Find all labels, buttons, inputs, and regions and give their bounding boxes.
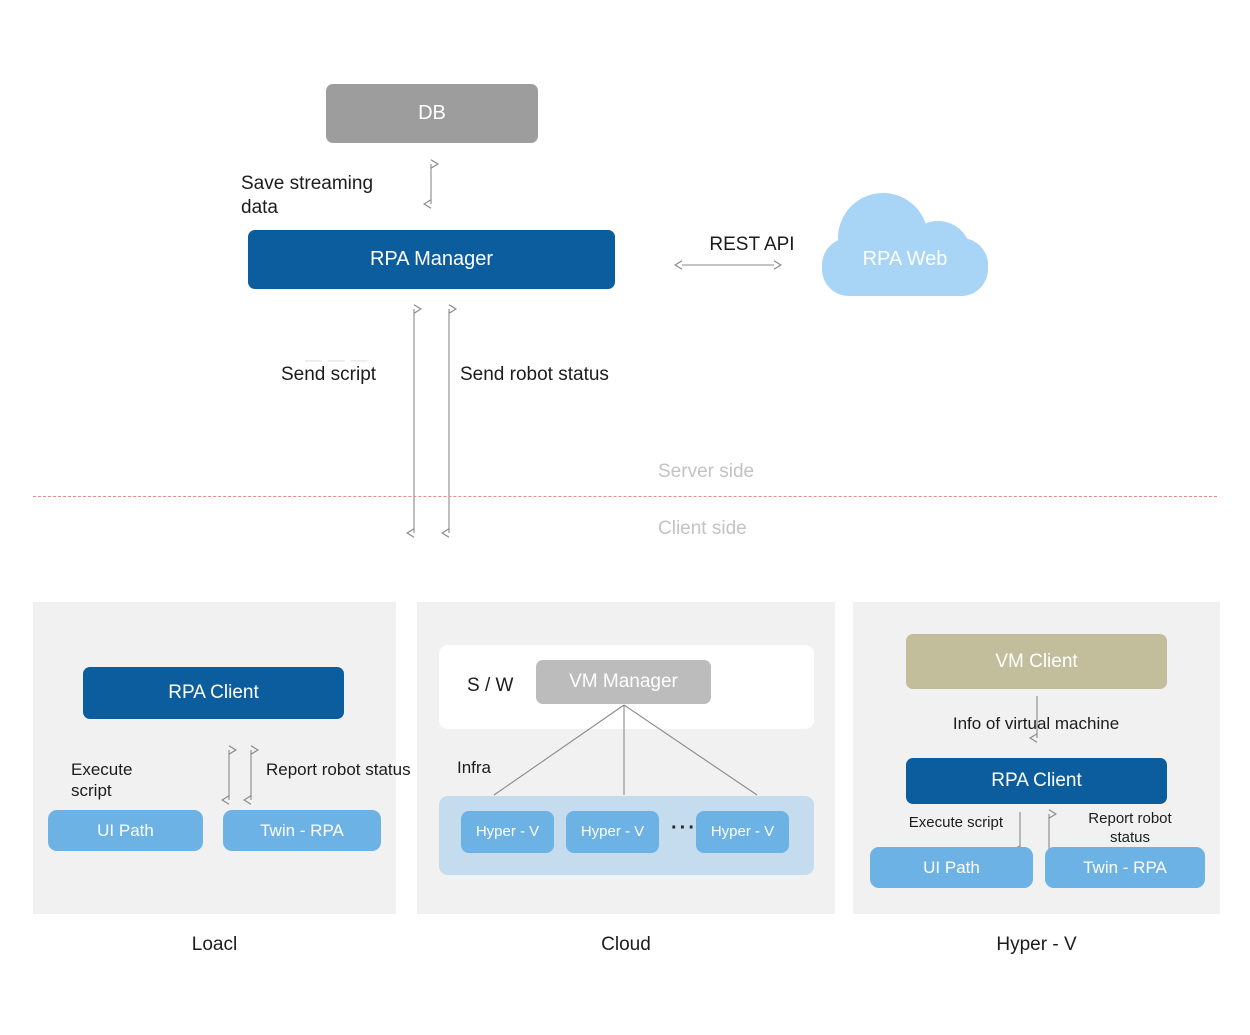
panel-local: RPA Client Execute script Report robot s… [33,602,411,914]
ghost-text-artifact: — — — [305,350,368,369]
local-report-status-arrow [242,745,260,805]
local-execute-script-arrow [220,745,238,805]
vm-client-label: VM Client [995,650,1078,672]
send-script-label: Send script [281,364,377,385]
local-tool-twin-rpa-label: Twin - RPA [260,820,344,840]
local-tool-twin-rpa: Twin - RPA [223,810,381,851]
vm-info-arrow [1028,696,1038,743]
hyperv-tool-ui-path: UI Path [870,847,1033,888]
local-tool-ui-path-label: UI Path [97,820,154,840]
db-label: DB [418,102,446,124]
cloud-node-hyper-v-2: Hyper - V [566,811,659,853]
panel-cloud: S / W VM Manager Infra Hyper - V Hyper -… [417,602,835,914]
hyperv-report-robot-status-label: Report robot status [1088,810,1172,846]
vm-manager-box: VM Manager [536,660,711,704]
panel-hyperv: VM Client Info of virtual machine RPA Cl… [853,602,1220,914]
cloud-sw-label: S / W [467,675,514,696]
hyperv-report-status-arrow [1048,809,1058,852]
rest-api-label: REST API [709,234,795,255]
cloud-infra-label: Infra [457,758,492,777]
local-report-robot-status-label: Report robot status [266,760,411,779]
rpa-web-cloud [822,193,988,296]
hyperv-tool-ui-path-label: UI Path [923,857,980,877]
rest-api-arrow [673,260,783,270]
local-execute-script-label: Execute script [71,760,133,801]
rpa-manager-box: RPA Manager [248,230,615,289]
server-client-divider [33,496,1217,497]
vm-manager-label: VM Manager [569,671,678,693]
rpa-manager-label: RPA Manager [369,248,494,270]
vm-info-label: Info of virtual machine [952,714,1120,733]
hyperv-rpa-client-box: RPA Client [906,758,1167,804]
local-rpa-client-box: RPA Client [83,667,344,719]
panel-hyperv-caption: Hyper - V [996,934,1077,955]
server-side-label: Server side [658,461,755,482]
hyperv-execute-script-arrow [1011,812,1021,855]
db-box: DB [326,84,538,143]
send-robot-status-label: Send robot status [460,364,609,385]
vm-client-box: VM Client [906,634,1167,689]
hyperv-rpa-client-label: RPA Client [991,770,1082,792]
cloud-node-hyper-v-3: Hyper - V [696,811,789,853]
cloud-node-hyper-v-1: Hyper - V [461,811,554,853]
hyperv-tool-twin-rpa-label: Twin - RPA [1083,857,1167,877]
cloud-nodes-ellipsis: ··· [671,817,697,839]
rpa-web-label: RPA Web [862,248,948,270]
cloud-node-1-label: Hyper - V [475,823,540,841]
db-manager-arrow [422,159,440,209]
cloud-node-3-label: Hyper - V [710,823,775,841]
send-script-arrow [405,304,423,538]
local-rpa-client-label: RPA Client [168,682,259,704]
send-robot-status-arrow [440,304,458,538]
hyperv-tool-twin-rpa: Twin - RPA [1045,847,1205,888]
panel-local-caption: Loacl [191,934,238,955]
panel-cloud-caption: Cloud [601,934,651,955]
local-tool-ui-path: UI Path [48,810,203,851]
save-streaming-data-label: Save streaming data [241,173,374,218]
cloud-node-2-label: Hyper - V [580,823,645,841]
hyperv-execute-script-label: Execute script [908,814,1003,831]
vm-manager-connectors [493,704,758,796]
client-side-label: Client side [658,518,747,539]
